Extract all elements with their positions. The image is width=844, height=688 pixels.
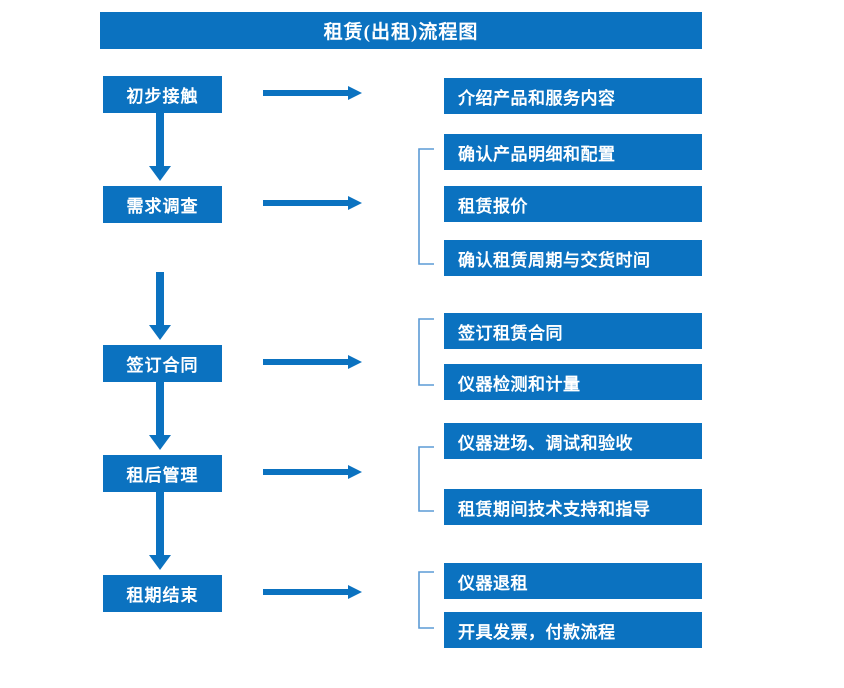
group-bracket-4 bbox=[418, 446, 434, 512]
detail-box-6[interactable]: 仪器检测和计量 bbox=[444, 364, 702, 400]
stage-box-3[interactable]: 签订合同 bbox=[103, 345, 222, 382]
right-arrow-stage-1 bbox=[263, 86, 362, 100]
detail-box-2[interactable]: 确认产品明细和配置 bbox=[444, 134, 702, 170]
stage-box-1[interactable]: 初步接触 bbox=[103, 76, 222, 113]
detail-box-4[interactable]: 确认租赁周期与交货时间 bbox=[444, 240, 702, 276]
detail-box-10[interactable]: 开具发票，付款流程 bbox=[444, 612, 702, 648]
group-bracket-3 bbox=[418, 318, 434, 386]
detail-box-1[interactable]: 介绍产品和服务内容 bbox=[444, 78, 702, 114]
right-arrow-stage-4 bbox=[263, 465, 362, 479]
stage-box-2[interactable]: 需求调查 bbox=[103, 186, 222, 223]
down-arrow-stage-3-to-4 bbox=[149, 382, 171, 450]
detail-box-3[interactable]: 租赁报价 bbox=[444, 186, 702, 222]
detail-box-7[interactable]: 仪器进场、调试和验收 bbox=[444, 423, 702, 459]
group-bracket-2 bbox=[418, 148, 434, 265]
down-arrow-stage-2-to-3 bbox=[149, 272, 171, 340]
stage-box-5[interactable]: 租期结束 bbox=[103, 575, 222, 612]
down-arrow-stage-1-to-2 bbox=[149, 113, 171, 181]
detail-box-9[interactable]: 仪器退租 bbox=[444, 563, 702, 599]
down-arrow-stage-4-to-5 bbox=[149, 492, 171, 570]
detail-box-5[interactable]: 签订租赁合同 bbox=[444, 313, 702, 349]
right-arrow-stage-3 bbox=[263, 355, 362, 369]
group-bracket-5 bbox=[418, 571, 434, 629]
right-arrow-stage-2 bbox=[263, 196, 362, 210]
page-title: 租赁(出租)流程图 bbox=[100, 12, 702, 49]
detail-box-8[interactable]: 租赁期间技术支持和指导 bbox=[444, 489, 702, 525]
stage-box-4[interactable]: 租后管理 bbox=[103, 455, 222, 492]
right-arrow-stage-5 bbox=[263, 585, 362, 599]
